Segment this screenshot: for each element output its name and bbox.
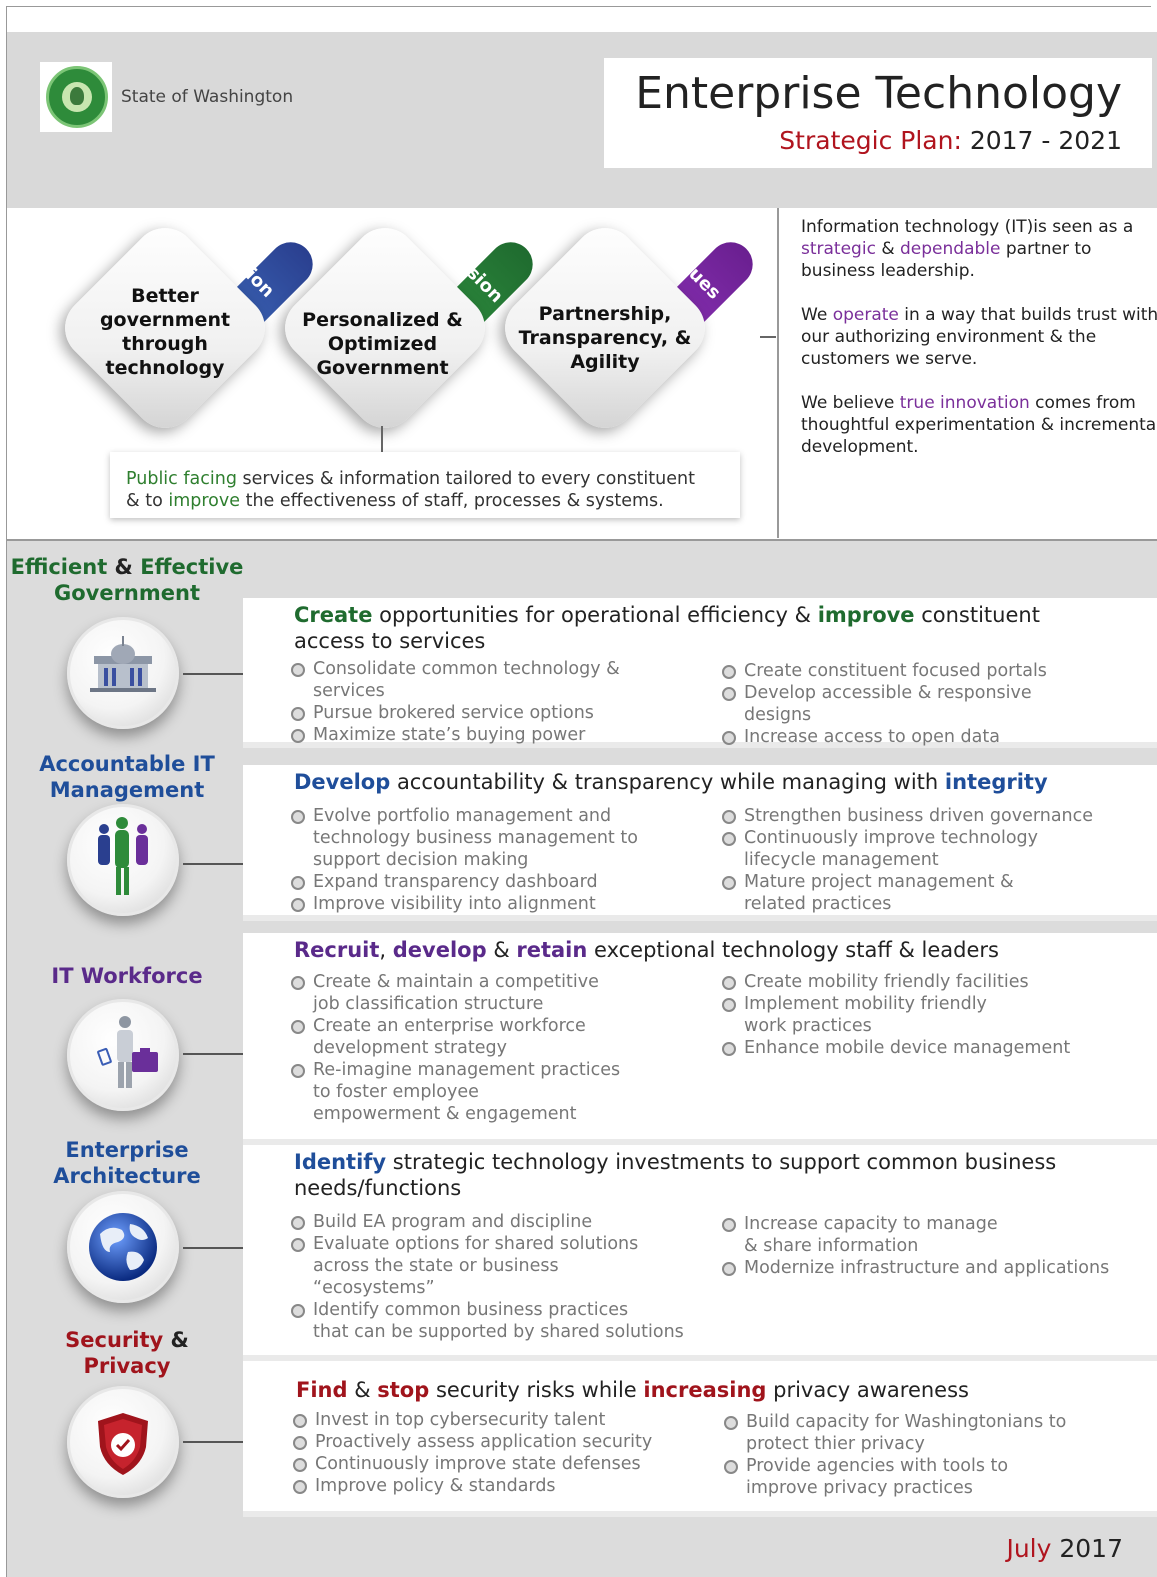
goal-bullets-left: Consolidate common technology & services… bbox=[291, 658, 701, 746]
bullet-item: Create & maintain a competitive job clas… bbox=[291, 971, 711, 1015]
bullet-item: Build EA program and discipline bbox=[291, 1211, 721, 1233]
bullet-item: Build capacity for Washingtonians to pro… bbox=[724, 1411, 1144, 1455]
public-facing-text: Public facing services & information tai… bbox=[126, 469, 695, 511]
goal-bullets-right: Build capacity for Washingtonians to pro… bbox=[724, 1411, 1144, 1499]
connector-line bbox=[183, 673, 243, 675]
bullet-item: Improve visibility into alignment bbox=[291, 893, 711, 915]
connector-line bbox=[183, 863, 243, 865]
goal-heading: Identify strategic technology investment… bbox=[294, 1150, 1057, 1200]
goal-heading: Create opportunities for operational eff… bbox=[294, 603, 1040, 653]
goal-bullets-left: Build EA program and discipline Evaluate… bbox=[291, 1211, 721, 1343]
bullet-item: Strengthen business driven governance bbox=[722, 805, 1142, 827]
bullet-item: Evaluate options for shared solutions ac… bbox=[291, 1233, 721, 1299]
bullet-item: Improve policy & standards bbox=[293, 1475, 713, 1497]
bullet-item: Increase access to open data bbox=[722, 726, 1142, 748]
innovation-statement: We believe true innovation comes from th… bbox=[801, 393, 1157, 457]
publication-date: July 2017 bbox=[1006, 1534, 1123, 1563]
globe-icon bbox=[67, 1191, 179, 1303]
values-description-column: Information technology (IT)is seen as a … bbox=[777, 208, 1157, 538]
goal-heading: Find & stop security risks while increas… bbox=[296, 1378, 969, 1402]
bullet-item: Pursue brokered service options bbox=[291, 702, 701, 724]
bullet-item: Modernize infrastructure and application… bbox=[722, 1257, 1147, 1279]
goal-bullets-right: Create mobility friendly facilities Impl… bbox=[722, 971, 1142, 1059]
goal-heading: Recruit, develop & retain exceptional te… bbox=[294, 938, 999, 962]
goal-panel-accountable-it: Develop accountability & transparency wh… bbox=[243, 765, 1157, 921]
goal-bullets-left: Invest in top cybersecurity talent Proac… bbox=[293, 1409, 713, 1497]
bullet-item: Increase capacity to manage & share info… bbox=[722, 1213, 1147, 1257]
connector-line bbox=[183, 1247, 243, 1249]
bullet-item: Create an enterprise workforce developme… bbox=[291, 1015, 711, 1059]
mission-text: Personalized & Optimized Government bbox=[302, 309, 463, 379]
goal-panel-it-workforce: Recruit, develop & retain exceptional te… bbox=[243, 933, 1157, 1145]
goal-bullets-right: Strengthen business driven governance Co… bbox=[722, 805, 1142, 915]
bullet-item: Mature project management & related prac… bbox=[722, 871, 1142, 915]
operate-statement: We operate in a way that builds trust wi… bbox=[801, 305, 1157, 369]
it-partner-statement: Information technology (IT)is seen as a … bbox=[801, 217, 1134, 281]
capitol-icon bbox=[67, 617, 179, 729]
vision-text: Better government through technology bbox=[99, 285, 231, 379]
bullet-item: Continuously improve state defenses bbox=[293, 1453, 713, 1475]
page-subtitle: Strategic Plan: 2017 - 2021 bbox=[779, 126, 1122, 155]
goal-bullets-left: Create & maintain a competitive job clas… bbox=[291, 971, 711, 1125]
bullet-item: Continuously improve technology lifecycl… bbox=[722, 827, 1142, 871]
bullet-item: Create mobility friendly facilities bbox=[722, 971, 1142, 993]
goal-bullets-right: Create constituent focused portals Devel… bbox=[722, 660, 1142, 748]
bullet-item: Create constituent focused portals bbox=[722, 660, 1142, 682]
title-box: Enterprise Technology Strategic Plan: 20… bbox=[604, 58, 1152, 168]
goal-panel-security-privacy: Find & stop security risks while increas… bbox=[243, 1361, 1157, 1517]
people-icon bbox=[67, 804, 179, 916]
bullet-item: Invest in top cybersecurity talent bbox=[293, 1409, 713, 1431]
bullet-item: Enhance mobile device management bbox=[722, 1037, 1142, 1059]
connector-line bbox=[760, 336, 776, 338]
goal-bullets-right: Increase capacity to manage & share info… bbox=[722, 1213, 1147, 1279]
state-name: State of Washington bbox=[121, 87, 294, 107]
bullet-item: Expand transparency dashboard bbox=[291, 871, 711, 893]
page-frame bbox=[6, 6, 1151, 1577]
bullet-item: Evolve portfolio management and technolo… bbox=[291, 805, 711, 871]
bullet-item: Identify common business practices that … bbox=[291, 1299, 721, 1343]
goal-label-security-privacy: Security &Privacy bbox=[65, 1328, 189, 1378]
connector-line bbox=[183, 1053, 243, 1055]
worker-icon bbox=[67, 999, 179, 1111]
connector-line bbox=[381, 426, 383, 452]
bullet-item: Implement mobility friendly work practic… bbox=[722, 993, 1142, 1037]
public-facing-box: Public facing services & information tai… bbox=[110, 452, 740, 518]
goal-bullets-left: Evolve portfolio management and technolo… bbox=[291, 805, 711, 915]
bullet-item: Consolidate common technology & services bbox=[291, 658, 701, 702]
goal-label-it-workforce: IT Workforce bbox=[51, 964, 203, 988]
page-title: Enterprise Technology bbox=[635, 68, 1122, 119]
washington-seal-logo bbox=[40, 62, 112, 132]
values-text: Partnership, Transparency, & Agility bbox=[518, 303, 692, 373]
shield-icon bbox=[67, 1386, 179, 1498]
goal-label-accountable-it: Accountable IT Management bbox=[39, 752, 215, 802]
goal-panel-efficient-government: Create opportunities for operational eff… bbox=[243, 598, 1157, 748]
bullet-item: Develop accessible & responsive designs bbox=[722, 682, 1142, 726]
bullet-item: Re-imagine management practices to foste… bbox=[291, 1059, 711, 1125]
goal-heading: Develop accountability & transparency wh… bbox=[294, 770, 1048, 794]
goal-label-enterprise-architecture: Enterprise Architecture bbox=[53, 1138, 201, 1188]
goal-panel-enterprise-architecture: Identify strategic technology investment… bbox=[243, 1145, 1157, 1361]
bullet-item: Maximize state’s buying power bbox=[291, 724, 701, 746]
bullet-item: Provide agencies with tools to improve p… bbox=[724, 1455, 1144, 1499]
connector-line bbox=[183, 1441, 243, 1443]
bullet-item: Proactively assess application security bbox=[293, 1431, 713, 1453]
